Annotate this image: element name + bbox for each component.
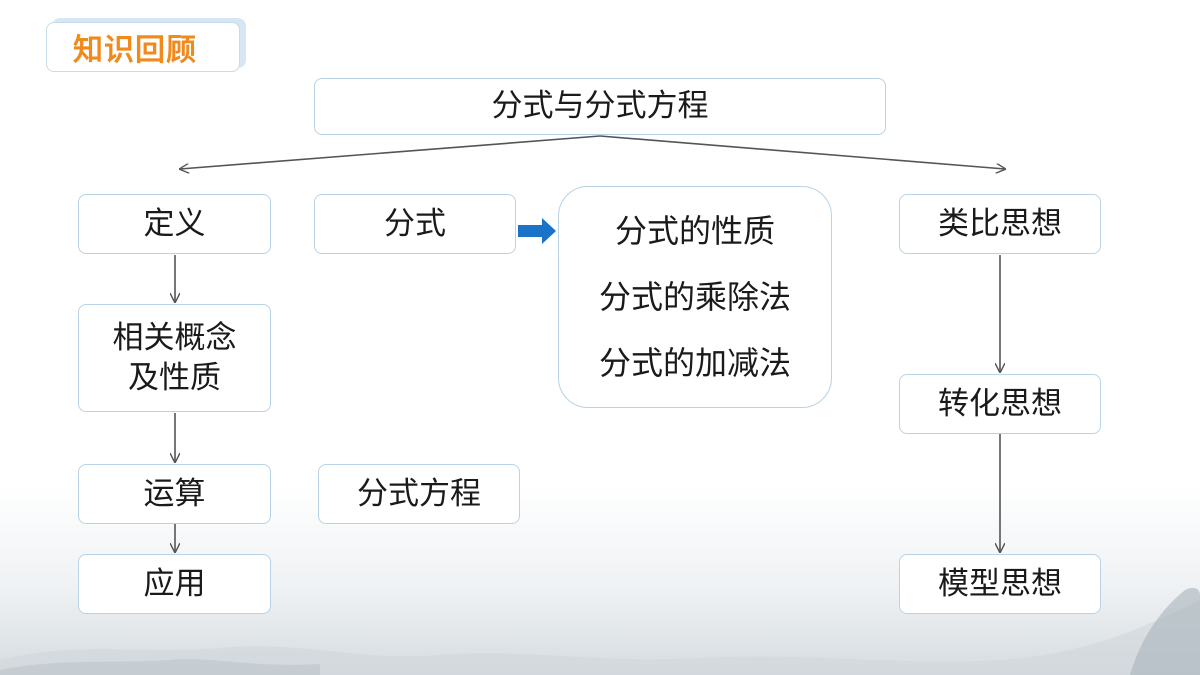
node-fraction-topics: 分式的性质 分式的乘除法 分式的加减法 (558, 186, 832, 408)
section-tag: 知识回顾 (46, 22, 240, 72)
node-analogy: 类比思想 (899, 194, 1101, 254)
node-definition: 定义 (78, 194, 271, 254)
node-model: 模型思想 (899, 554, 1101, 614)
section-tag-label: 知识回顾 (73, 33, 197, 68)
root-node: 分式与分式方程 (314, 78, 886, 135)
fraction-topic-multiply-divide: 分式的乘除法 (598, 278, 791, 316)
node-concepts-line-2: 及性质 (128, 360, 221, 396)
node-transformation: 转化思想 (899, 374, 1101, 434)
fraction-topic-add-subtract: 分式的加减法 (598, 344, 791, 382)
node-operations: 运算 (78, 464, 271, 524)
node-concepts: 相关概念 及性质 (78, 304, 271, 412)
node-concepts-line-1: 相关概念 (112, 319, 237, 356)
node-fractional-equation: 分式方程 (318, 464, 520, 524)
fraction-topic-properties: 分式的性质 (614, 212, 775, 250)
node-application: 应用 (78, 554, 271, 614)
node-fraction: 分式 (314, 194, 516, 254)
